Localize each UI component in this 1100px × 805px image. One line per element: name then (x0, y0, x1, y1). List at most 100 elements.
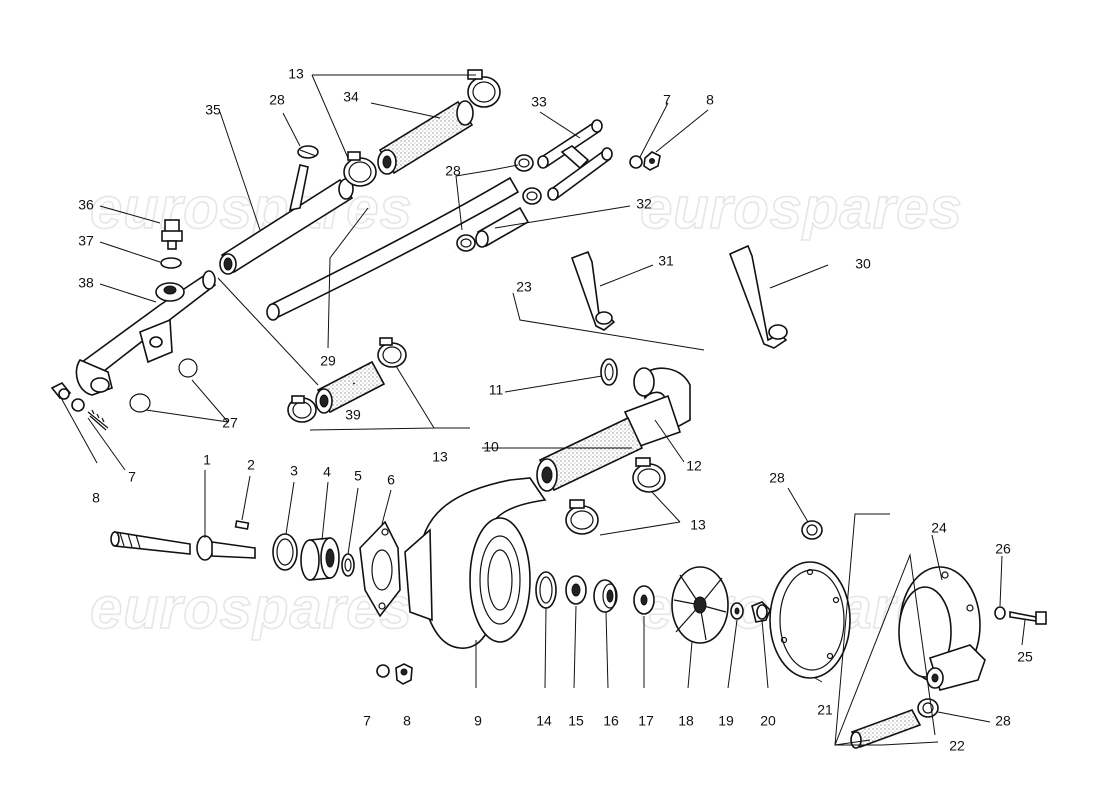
part-13-clamp-left-upper (377, 337, 407, 368)
part-13-clamp-lower-a (632, 457, 666, 493)
part-30-bracket (728, 244, 788, 349)
label-part-25: 25 (1017, 649, 1033, 665)
label-part-26: 26 (995, 541, 1011, 557)
part-20-nut (751, 601, 771, 623)
label-part-20: 20 (760, 713, 776, 729)
part-11-ring (600, 358, 618, 386)
part-13-clamp-top (467, 69, 501, 108)
part-38-manifold (75, 270, 217, 396)
label-part-27: 27 (222, 415, 238, 431)
part-7-washer-top (629, 155, 643, 169)
part-37-washer (160, 257, 182, 269)
part-23-metal-pipe (390, 250, 801, 562)
label-part-35: 35 (205, 102, 221, 118)
label-part-37: 37 (78, 233, 94, 249)
part-36-temperature-sender (161, 219, 183, 250)
part-21-gasket (769, 561, 851, 679)
label-part-7-left: 7 (128, 469, 136, 485)
label-part-10: 10 (483, 439, 499, 455)
part-13-clamp-upper (343, 151, 377, 187)
part-6-gasket (359, 520, 401, 618)
label-part-8-top: 8 (706, 92, 714, 108)
part-28-clip-bottom-right (917, 698, 939, 718)
part-32-short-hose (475, 206, 530, 248)
part-18-impeller (671, 566, 729, 644)
label-part-1: 1 (203, 452, 211, 468)
part-27-o-ring-a (178, 358, 198, 378)
part-1-pump-shaft (110, 531, 256, 561)
label-part-30: 30 (855, 256, 871, 272)
label-part-34: 34 (343, 89, 359, 105)
label-part-7-bottom: 7 (363, 713, 371, 729)
part-26-washer (994, 606, 1006, 620)
label-part-21: 21 (817, 702, 833, 718)
part-10-hose (536, 416, 644, 492)
part-15-washer (565, 575, 587, 605)
label-part-14: 14 (536, 713, 552, 729)
part-13-clamp-lower-b (565, 499, 599, 535)
label-part-23: 23 (516, 279, 532, 295)
label-part-17: 17 (638, 713, 654, 729)
label-part-9: 9 (474, 713, 482, 729)
label-part-8-bottom: 8 (403, 713, 411, 729)
watermark-top-right: eurospares (640, 176, 963, 241)
part-17-washer (633, 585, 655, 615)
label-part-7-top: 7 (663, 92, 671, 108)
part-14-circlip (535, 571, 557, 609)
label-part-11: 11 (489, 382, 504, 398)
part-28-clip-c (522, 187, 542, 205)
part-35-water-pipe (219, 164, 354, 275)
part-28-clip-a (514, 154, 534, 172)
part-29-long-hose (266, 176, 520, 321)
label-part-38: 38 (78, 275, 94, 291)
label-part-24: 24 (931, 520, 947, 536)
part-24-pump-cover (898, 566, 986, 691)
label-part-3: 3 (290, 463, 298, 479)
leader-lines (59, 74, 1026, 746)
label-part-15: 15 (568, 713, 584, 729)
stud-left (87, 409, 109, 431)
part-7-washer-left (71, 398, 85, 412)
part-31-bracket (570, 250, 616, 331)
part-16-seal (593, 579, 618, 613)
label-part-19: 19 (718, 713, 734, 729)
part-labels: 1 2 3 4 5 6 7 8 7 8 7 8 9 10 11 12 13 13… (78, 66, 1033, 754)
part-3-circlip (272, 533, 298, 571)
label-part-4: 4 (323, 464, 331, 480)
part-28-clip-b (456, 234, 476, 252)
label-part-5: 5 (354, 468, 362, 484)
label-part-13-left: 13 (432, 449, 448, 465)
label-part-8-left: 8 (92, 490, 100, 506)
part-4-bearing (300, 537, 340, 581)
label-part-16: 16 (603, 713, 619, 729)
part-25-bolt (1009, 611, 1047, 625)
part-8-nut-bottom (395, 663, 413, 685)
label-part-13-top: 13 (288, 66, 304, 82)
part-9-pump-housing (404, 477, 547, 649)
part-33-connector-pipes (537, 119, 613, 201)
part-drawings (50, 69, 1047, 749)
part-8-nut-left (50, 381, 72, 400)
part-28-clip-right (801, 520, 823, 540)
part-12-elbow (623, 367, 691, 447)
part-28-clip-top-left (297, 145, 319, 159)
part-5-ring (341, 553, 355, 577)
label-part-13-lower: 13 (690, 517, 706, 533)
label-part-28-middle: 28 (445, 163, 461, 179)
label-part-28-top-left: 28 (269, 92, 285, 108)
label-part-12: 12 (686, 458, 702, 474)
part-34-hose (377, 100, 474, 175)
label-part-6: 6 (387, 472, 395, 488)
watermark-bottom-left: eurospares (90, 576, 413, 641)
label-part-32: 32 (636, 196, 652, 212)
part-8-nut-top (643, 151, 661, 171)
label-part-33: 33 (531, 94, 547, 110)
part-27-o-ring-b (129, 393, 151, 413)
label-part-22: 22 (949, 738, 965, 754)
part-2-key (234, 520, 250, 530)
part-19-washer (730, 602, 744, 620)
label-part-2: 2 (247, 457, 255, 473)
label-part-39: 39 (345, 407, 361, 423)
label-part-29: 29 (320, 353, 336, 369)
part-7-washer-bottom (376, 664, 390, 678)
